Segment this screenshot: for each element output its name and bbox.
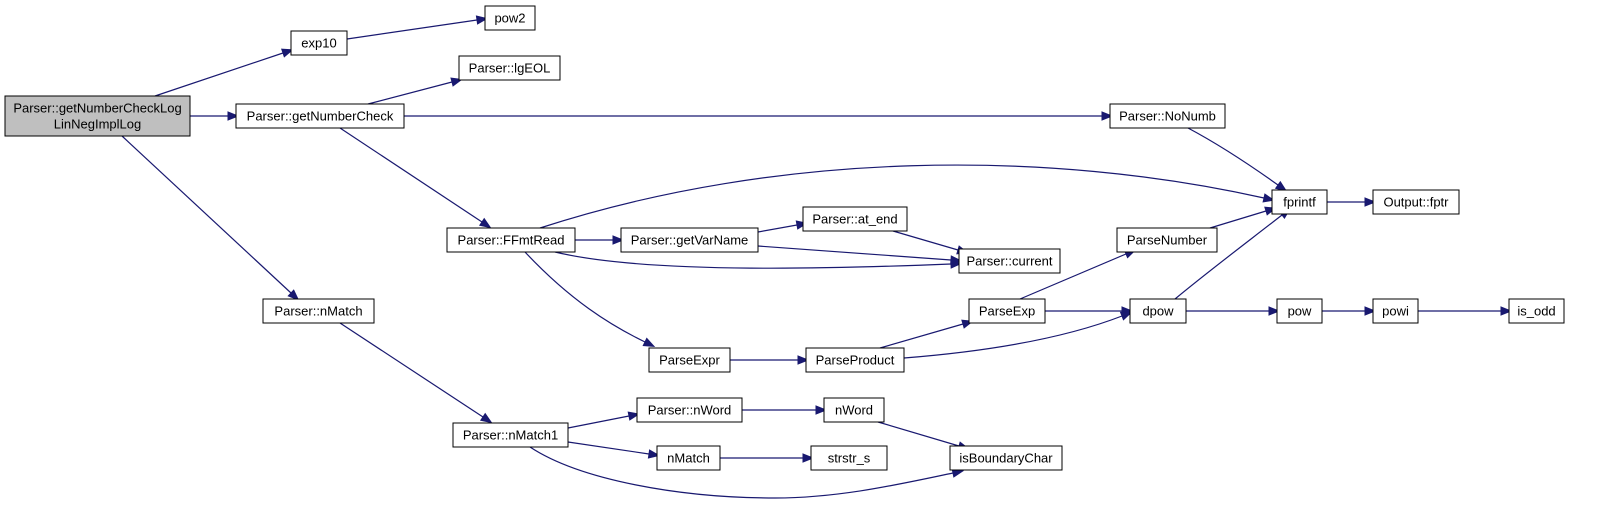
node-exp10-label: exp10: [301, 36, 336, 51]
edge-getvarname-to-atend: [757, 220, 809, 233]
edge-nonumb-to-fprintf: [1187, 127, 1288, 192]
node-ffmtread[interactable]: Parser::FFmtRead: [446, 227, 576, 253]
edge-ffmtread-to-current: [554, 251, 963, 269]
node-parseproduct-label: ParseProduct: [816, 353, 895, 368]
node-fprintf-label: fprintf: [1283, 195, 1316, 210]
node-parseexp-label: ParseExp: [979, 304, 1035, 319]
edge-pow-to-powi: [1322, 306, 1377, 316]
node-lgeol-label: Parser::lgEOL: [469, 61, 551, 76]
edge-getnumbercheck-to-nonumb: [404, 111, 1114, 121]
node-powi[interactable]: powi: [1372, 298, 1419, 324]
edge-getnumbercheck-to-lgeol: [367, 77, 463, 105]
edge-dpow-to-pow: [1186, 306, 1281, 316]
edge-pnword-to-nword: [742, 405, 828, 415]
node-ffmtread-label: Parser::FFmtRead: [458, 233, 565, 248]
edge-parseproduct-to-dpow: [903, 311, 1133, 359]
node-dpow-label: dpow: [1142, 304, 1174, 319]
edge-nmatch1-to-pnword: [567, 411, 641, 429]
edge-nmatch-to-nmatch1: [339, 322, 493, 424]
edge-nmatch1-to-isboundary: [529, 446, 965, 499]
edge-parseexp-to-dpow: [1045, 306, 1134, 316]
node-pnword[interactable]: Parser::nWord: [636, 397, 743, 423]
node-parseexp[interactable]: ParseExp: [968, 298, 1046, 324]
node-parseexpr[interactable]: ParseExpr: [648, 347, 731, 373]
node-powi-label: powi: [1382, 304, 1409, 319]
node-current[interactable]: Parser::current: [958, 248, 1061, 274]
node-nmatch1-label: Parser::nMatch1: [463, 428, 558, 443]
edge-parseproduct-to-parseexp: [879, 319, 974, 349]
edge-root-to-exp10: [154, 48, 294, 97]
node-getnumbercheck-label: Parser::getNumberCheck: [247, 109, 394, 124]
node-nword[interactable]: nWord: [823, 397, 885, 423]
node-fprintf[interactable]: fprintf: [1271, 189, 1328, 215]
edge-parseexpr-to-parseproduct: [730, 355, 810, 365]
node-current-label: Parser::current: [967, 254, 1053, 269]
node-nmatch1[interactable]: Parser::nMatch1: [452, 422, 569, 448]
node-strstrs[interactable]: strstr_s: [810, 445, 888, 471]
edge-parsenumber-to-fprintf: [1209, 206, 1277, 229]
edge-root-to-getnumbercheck: [190, 111, 240, 121]
node-getnumbercheck[interactable]: Parser::getNumberCheck: [235, 103, 405, 129]
node-root-label: Parser::getNumberCheckLog: [13, 101, 181, 116]
node-exp10[interactable]: exp10: [290, 30, 348, 56]
edge-getnumbercheck-to-ffmtread: [339, 127, 492, 229]
node-strstrs-label: strstr_s: [828, 451, 871, 466]
node-isodd[interactable]: is_odd: [1508, 298, 1565, 324]
node-atend[interactable]: Parser::at_end: [802, 206, 908, 232]
edge-nmatchplain-to-strstrs: [720, 453, 815, 463]
edge-ffmtread-to-parseexpr: [524, 251, 656, 347]
node-nword-label: nWord: [835, 403, 873, 418]
node-outputfptr-label: Output::fptr: [1383, 195, 1449, 210]
edge-nmatch1-to-nmatchplain: [567, 441, 661, 459]
edge-root-to-nmatch: [121, 135, 300, 301]
node-dpow[interactable]: dpow: [1129, 298, 1187, 324]
node-root-label: LinNegImplLog: [54, 117, 141, 132]
edge-dpow-to-fprintf: [1174, 208, 1291, 300]
node-pow2[interactable]: pow2: [484, 5, 536, 31]
node-parseexpr-label: ParseExpr: [659, 353, 720, 368]
node-nonumb[interactable]: Parser::NoNumb: [1109, 103, 1226, 129]
node-pow2-label: pow2: [494, 11, 525, 26]
node-nmatchplain-label: nMatch: [667, 451, 710, 466]
node-pow[interactable]: pow: [1276, 298, 1323, 324]
node-outputfptr[interactable]: Output::fptr: [1372, 189, 1460, 215]
edge-exp10-to-pow2: [346, 15, 489, 40]
node-lgeol[interactable]: Parser::lgEOL: [458, 55, 561, 81]
edge-ffmtread-to-fprintf: [539, 164, 1276, 229]
edge-atend-to-current: [892, 230, 969, 255]
edge-ffmtread-to-getvarname: [575, 235, 625, 245]
node-nmatch[interactable]: Parser::nMatch: [262, 298, 375, 324]
node-isboundary-label: isBoundaryChar: [959, 451, 1053, 466]
edge-fprintf-to-outputfptr: [1327, 197, 1377, 207]
node-nmatchplain[interactable]: nMatch: [656, 445, 721, 471]
node-pnword-label: Parser::nWord: [648, 403, 732, 418]
node-nonumb-label: Parser::NoNumb: [1119, 109, 1216, 124]
call-graph-edges: [121, 15, 1513, 499]
node-getvarname[interactable]: Parser::getVarName: [620, 227, 759, 253]
node-parsenumber[interactable]: ParseNumber: [1116, 227, 1218, 253]
node-atend-label: Parser::at_end: [812, 212, 897, 227]
node-isboundary[interactable]: isBoundaryChar: [949, 445, 1063, 471]
node-nmatch-label: Parser::nMatch: [274, 304, 362, 319]
node-parsenumber-label: ParseNumber: [1127, 233, 1208, 248]
edge-getvarname-to-current: [757, 245, 963, 265]
node-getvarname-label: Parser::getVarName: [631, 233, 749, 248]
node-parseproduct[interactable]: ParseProduct: [805, 347, 905, 373]
edge-powi-to-isodd: [1418, 306, 1513, 316]
node-isodd-label: is_odd: [1517, 304, 1555, 319]
node-pow-label: pow: [1288, 304, 1312, 319]
